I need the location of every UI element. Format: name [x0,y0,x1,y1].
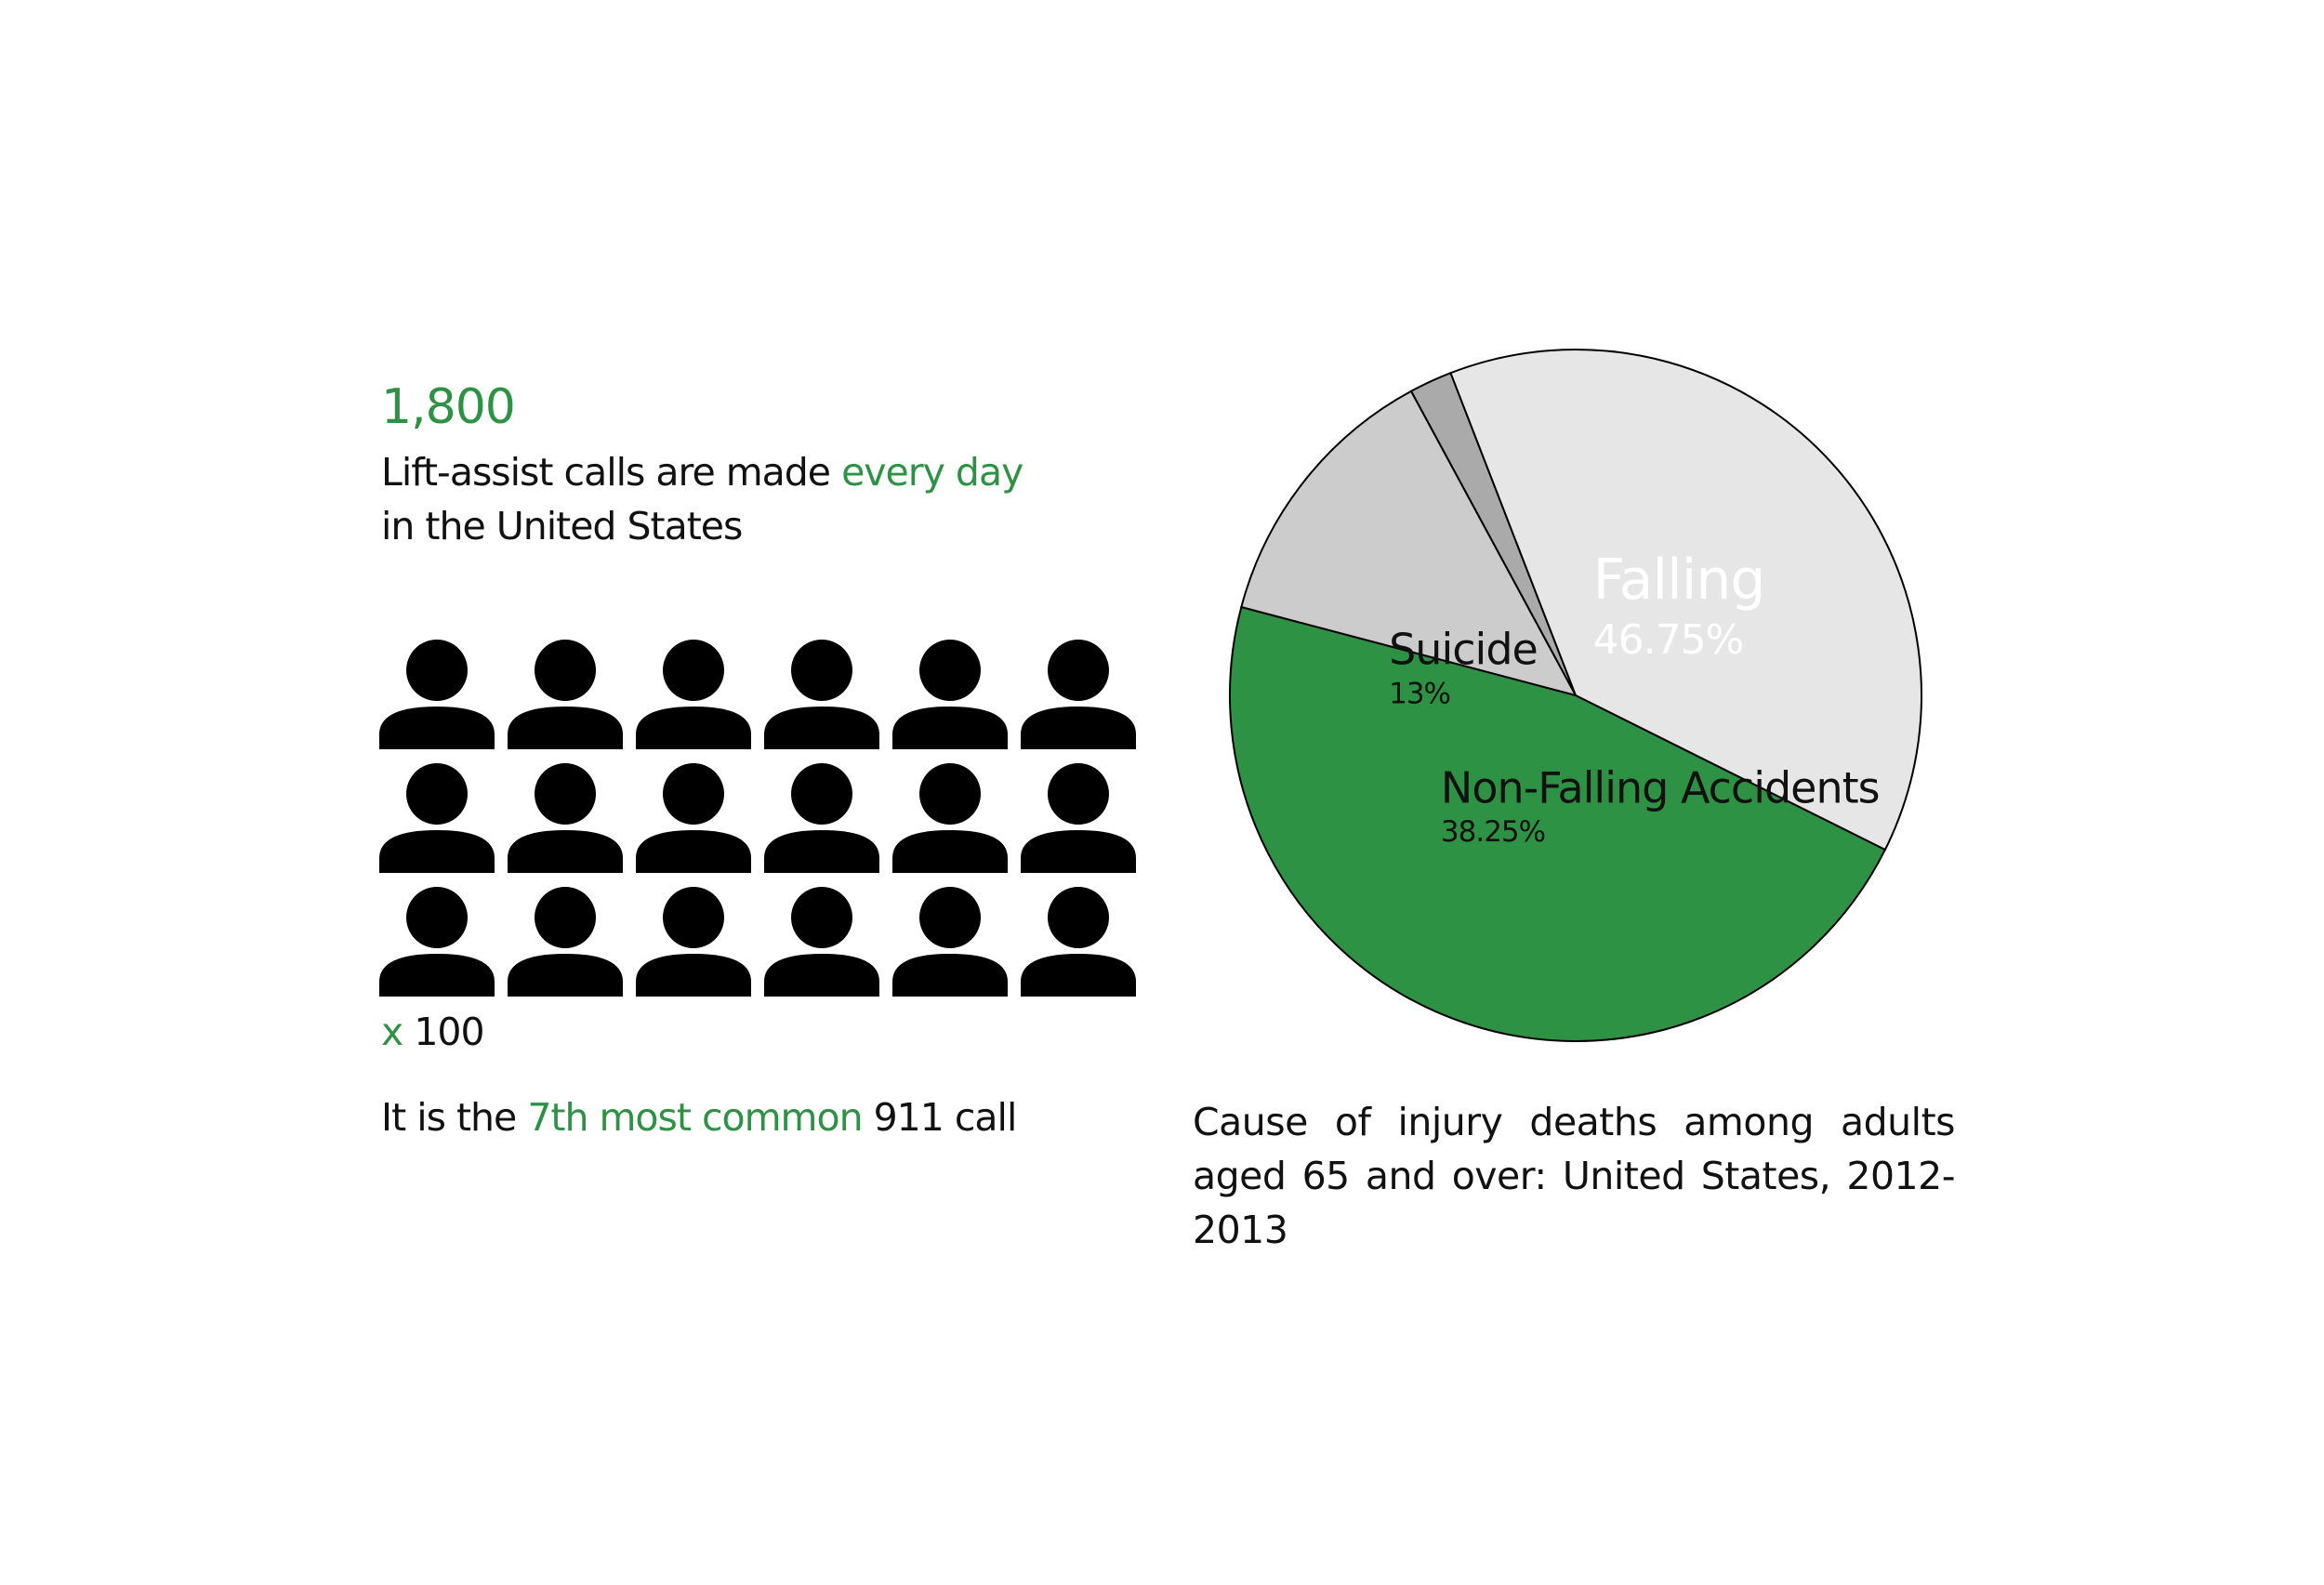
person-icon [764,763,879,873]
person-icon [892,763,1008,873]
stat-text-b: in the United States [381,504,743,549]
stat-description: Lift-assist calls are made every day in … [381,445,1050,553]
person-icon [508,763,623,873]
multiplier-value: 100 [414,1010,484,1054]
pie-slice-falling [1228,605,1887,1042]
pie-label-falling: Falling [1593,548,1765,613]
call-rank-note: It is the 7th most common 911 call [381,1095,1018,1140]
person-icon [636,763,751,873]
pie-slice-suicide [1240,390,1578,697]
person-icon [1021,763,1136,873]
multiplier-label: x 100 [381,1010,485,1054]
person-icon [1021,887,1136,997]
stat-block: 1,800 Lift-assist calls are made every d… [381,379,1050,553]
pie-value-suicide: 13% [1389,677,1450,710]
stat-text-highlight: every day [841,450,1023,495]
person-icon [1021,640,1136,749]
person-icon [508,640,623,749]
pie-value-falling: 46.75% [1593,616,1744,664]
person-icon [892,887,1008,997]
person-icon [636,640,751,749]
person-icon [636,887,751,997]
person-icon [892,640,1008,749]
footnote-text-b: 911 call [862,1095,1018,1140]
people-icon-grid [379,640,1136,997]
stat-number: 1,800 [381,379,516,435]
person-icon [379,887,495,997]
person-icon [379,640,495,749]
footnote-highlight: 7th most common [527,1095,863,1140]
footnote-text-a: It is the [381,1095,528,1140]
person-icon [379,763,495,873]
pie-slice-non-falling [1449,349,1922,852]
chart-caption: Cause of injury deaths among adults aged… [1193,1100,1956,1252]
stat-text-a: Lift-assist calls are made [381,450,842,495]
person-icon [764,640,879,749]
multiplier-symbol: x [381,1010,403,1054]
pie-label-suicide: Suicide [1389,625,1538,675]
person-icon [508,887,623,997]
pie-label-non-falling: Non-Falling Accidents [1441,762,1880,812]
pie-value-non-falling: 38.25% [1441,815,1545,849]
person-icon [764,887,879,997]
